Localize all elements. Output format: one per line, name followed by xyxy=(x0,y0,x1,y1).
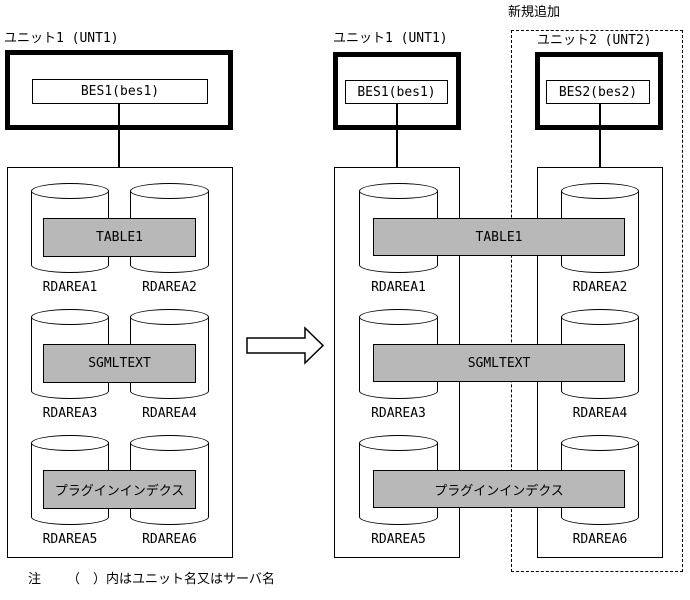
before-object-plugin-index: プラグインインデクス xyxy=(43,470,196,509)
before-unit1-label: ユニット1 (UNT1) xyxy=(4,31,119,46)
rdarea-label: RDAREA6 xyxy=(572,532,628,547)
rdarea-label: RDAREA3 xyxy=(42,406,98,421)
after-unit2-label: ユニット2 (UNT2) xyxy=(537,33,652,48)
cylinder-top xyxy=(130,309,209,325)
cylinder-top xyxy=(31,309,109,325)
after-object-plugin-index: プラグインインデクス xyxy=(373,470,625,508)
after-unit1-connector-line xyxy=(396,104,398,167)
rdarea-label: RDAREA5 xyxy=(42,532,98,547)
after-object-table1: TABLE1 xyxy=(373,218,625,256)
cylinder-top xyxy=(31,183,109,199)
before-bes1-server-box: BES1(bes1) xyxy=(32,79,208,104)
cylinder-top xyxy=(561,309,639,325)
after-unit2-connector-line xyxy=(599,104,601,167)
rdarea-label: RDAREA2 xyxy=(142,280,197,295)
rdarea-label: RDAREA1 xyxy=(371,280,426,295)
cylinder-top xyxy=(359,309,438,325)
after-bes2-server-box: BES2(bes2) xyxy=(546,80,650,104)
rdarea-label: RDAREA6 xyxy=(142,532,197,547)
note-text: （ ）内はユニット名又はサーバ名 xyxy=(67,572,275,587)
cylinder-top xyxy=(130,435,209,451)
cylinder-top xyxy=(31,435,109,451)
before-object-sgmltext: SGMLTEXT xyxy=(43,344,196,383)
rdarea-label: RDAREA1 xyxy=(42,280,98,295)
cylinder-top xyxy=(359,183,438,199)
new-addition-region xyxy=(511,30,683,572)
rdarea-label: RDAREA2 xyxy=(572,280,628,295)
after-bes1-server-box: BES1(bes1) xyxy=(345,80,448,104)
cylinder-top xyxy=(561,183,639,199)
after-object-sgmltext: SGMLTEXT xyxy=(373,344,625,382)
cylinder-top xyxy=(130,183,209,199)
cylinder-top xyxy=(561,435,639,451)
rdarea-label: RDAREA3 xyxy=(371,406,426,421)
rdarea-label: RDAREA4 xyxy=(572,406,628,421)
note-prefix: 注 xyxy=(28,572,42,587)
new-addition-label: 新規追加 xyxy=(508,5,561,20)
rdarea-label: RDAREA4 xyxy=(142,406,197,421)
rdarea-label: RDAREA5 xyxy=(371,532,426,547)
before-object-table1: TABLE1 xyxy=(43,218,196,257)
after-unit1-label: ユニット1 (UNT1) xyxy=(333,31,448,46)
before-connector-line xyxy=(118,104,120,167)
cylinder-top xyxy=(359,435,438,451)
transition-arrow-icon xyxy=(238,318,328,372)
